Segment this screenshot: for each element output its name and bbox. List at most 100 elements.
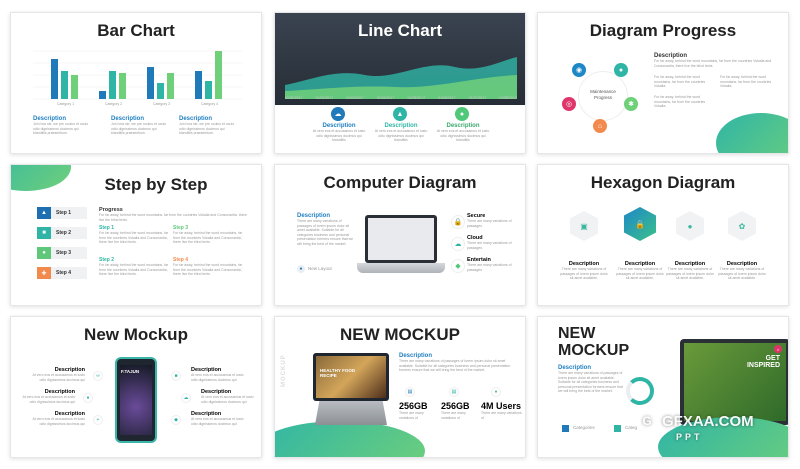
slide-diagram-progress[interactable]: Diagram Progress Maintenance Progress ◉ … [537, 12, 789, 154]
slide-bar-chart[interactable]: Bar Chart Category 1 Category 2 Category… [10, 12, 262, 154]
home-icon: ⌂ [593, 119, 607, 133]
desc-block: Description Jo'ro'ma sie, we pre oculus … [111, 116, 171, 136]
screen-caption: HEALTHY FOOD RECIPE [320, 368, 356, 378]
logo-icon: G [636, 410, 658, 432]
sub-step-label: Step 3 [173, 225, 189, 231]
decor-blob [275, 421, 425, 457]
area-chart-graphic [285, 57, 517, 99]
desc-text: There are many variations of passages of… [297, 219, 354, 246]
stat-value: 4M Users [481, 401, 522, 411]
hex-desc-text: There are many variations of passages of… [560, 267, 608, 280]
slide-title: Bar Chart [97, 21, 175, 40]
feature-text: There are many variations of passages [467, 241, 512, 250]
desc-label: Description [111, 116, 145, 122]
legend-item: Categ [614, 425, 637, 432]
bar [195, 71, 202, 99]
slide-step-by-step[interactable]: Step by Step ▲Step 1 ■Step 2 ●Step 3 ✚St… [10, 164, 262, 306]
cloud-icon: ☁ [451, 237, 465, 251]
desc-text: Jo'ro'ma sie, we pre oculus et oculo odi… [179, 122, 235, 135]
bar [119, 73, 126, 99]
bar [61, 71, 68, 99]
desc-text: There are many variations of passages of… [558, 371, 623, 393]
desc-label: Description [654, 53, 688, 59]
pin-icon: ● [676, 211, 704, 241]
desc-text: There are many variations of passages of… [399, 359, 511, 372]
feature-label: Cloud [467, 235, 483, 241]
desc-label: Description [201, 389, 232, 395]
close-icon: × [774, 345, 782, 353]
desc-block: Description Jo'ro'ma sie, we pre oculus … [33, 116, 93, 136]
hex-desc-text: There are many variations of passages of… [718, 267, 766, 280]
slide-line-chart[interactable]: Line Chart 01/01/2017 01/02/2017 01/03/2… [274, 12, 526, 154]
phone-screen [120, 365, 152, 435]
lock-icon: 🔒 [624, 207, 656, 241]
step-item: ✚Step 4 [37, 267, 87, 279]
step-item: ■Step 2 [37, 227, 87, 239]
feature-label: Entertain [467, 257, 491, 263]
screen-text: GET INSPIRED [746, 355, 780, 369]
stat-value: 256GB [399, 401, 428, 411]
progress-block: Progress For far away, behind the word m… [99, 207, 249, 222]
stat-text: There are many variations of [481, 411, 522, 420]
desc-label: Description [54, 367, 85, 373]
stat-value: 256GB [441, 401, 470, 411]
storage-icon: ▤ [405, 387, 415, 397]
bar [167, 73, 174, 99]
desc-text: At vero eos et accusamus et iusto odio d… [191, 417, 244, 426]
desc-label: Description [322, 123, 356, 129]
globe-icon: ◉ [572, 63, 586, 77]
game-icon: ◆ [171, 415, 181, 425]
sub-step-text: For far away, behind the word mountains,… [99, 263, 169, 276]
progress-label: Progress [99, 207, 123, 213]
slide-new-mockup-2[interactable]: NEW MOCKUP HEALTHY FOOD RECIPE MOCKUP De… [274, 316, 526, 458]
leaf-icon: ✿ [728, 211, 756, 241]
desc-text: For far away, behind the word mountains,… [654, 59, 772, 68]
tick-label: 01/06/2017 [438, 96, 456, 100]
side-text: MOCKUP [281, 354, 287, 387]
step-list: ▲Step 1 ■Step 2 ●Step 3 ✚Step 4 [37, 207, 87, 279]
user-icon: ● [83, 393, 93, 403]
bar-chart-graphic [33, 50, 243, 100]
slide-title: NEW MOCKUP [558, 325, 629, 359]
gear-icon: ✱ [624, 97, 638, 111]
desc-label: Description [446, 123, 480, 129]
screen-content: GET INSPIRED × [684, 343, 786, 421]
hex-desc-text: There are many variations of passages of… [666, 267, 714, 280]
feature-label: Secure [467, 213, 486, 219]
desc-block: Description At vero eos et accusamus et … [371, 123, 431, 143]
step-label: Step 1 [51, 207, 87, 219]
slide-title: Line Chart [357, 21, 443, 40]
hex-desc-label: Description [674, 261, 706, 267]
decor-blob [716, 113, 788, 153]
legend-label: Categ [625, 425, 638, 431]
slide-title: Computer Diagram [323, 173, 477, 192]
desc-block: Description At vero eos et accusamus et … [309, 123, 369, 143]
step-item: ▲Step 1 [37, 207, 87, 219]
user-icon: ● [614, 63, 628, 77]
desc-label: Description [297, 213, 331, 219]
hex-desc-label: Description [624, 261, 656, 267]
bullet-item: For far away, behind the word mountains,… [720, 75, 772, 88]
slide-computer-diagram[interactable]: Computer Diagram Description There are m… [274, 164, 526, 306]
bullet-item: For far away, behind the word mountains,… [654, 75, 706, 88]
cloud-icon: ☁ [331, 107, 345, 121]
slide-new-mockup-3[interactable]: NEW MOCKUP Description There are many va… [537, 316, 789, 458]
desc-text: At vero eos et accusamus et iusto odio d… [374, 129, 428, 142]
desc-label: Description [191, 411, 222, 417]
desc-label: Description [33, 116, 67, 122]
plus-icon: + [93, 415, 103, 425]
